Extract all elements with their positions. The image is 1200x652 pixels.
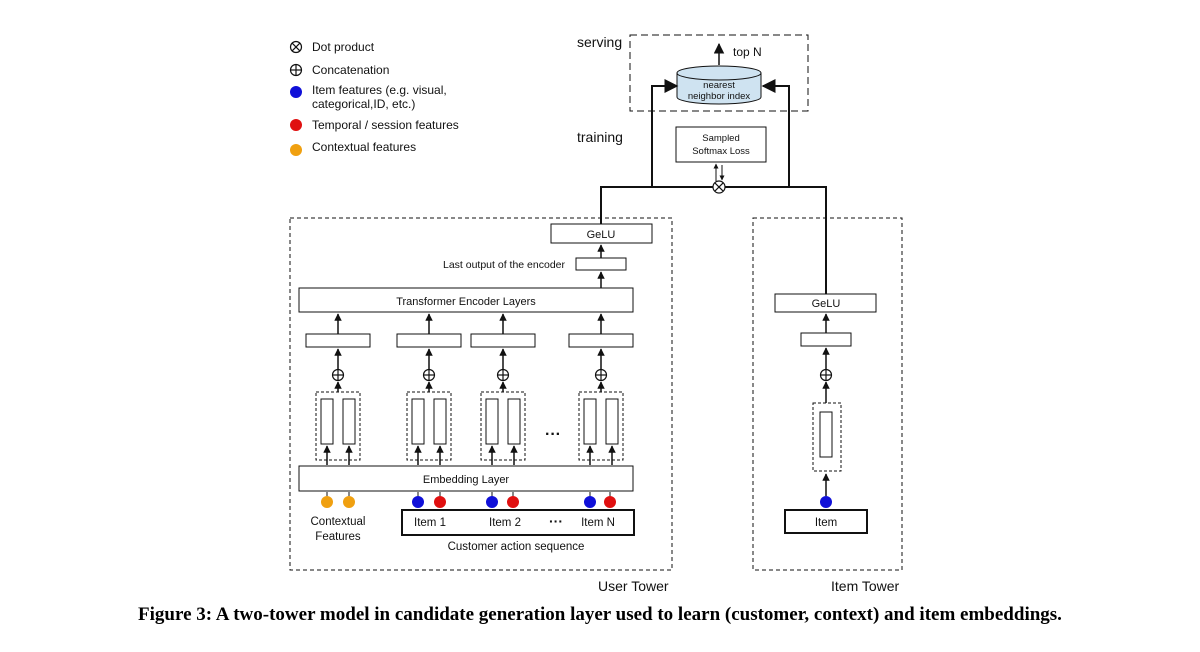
user-tower-box (289, 217, 673, 571)
item-feature-dot-icon (290, 86, 302, 98)
legend-temporal-features: Temporal / session features (312, 118, 459, 132)
column-dense-box (396, 333, 462, 348)
embedding-vector (507, 398, 521, 445)
serving-box (629, 34, 809, 112)
item-embedding-group (812, 402, 842, 472)
sampled-softmax-loss-box (675, 126, 767, 163)
user-gelu-label: GeLU (587, 229, 616, 241)
customer-action-sequence-label: Customer action sequence (448, 541, 585, 553)
embedding-vector (433, 398, 447, 445)
embedding-vector (485, 398, 499, 445)
loss-label-line1: Sampled (702, 133, 740, 144)
dot-product-icon (289, 40, 303, 54)
item-dense-box (800, 332, 852, 347)
legend-item-features-line1: Item features (e.g. visual, (312, 83, 447, 97)
index-label-line2: neighbor index (688, 91, 751, 102)
concatenation-icon (289, 63, 303, 77)
embedding-vector (411, 398, 425, 445)
transformer-label: Transformer Encoder Layers (396, 296, 536, 308)
contextual-features-label-line1: Contextual (311, 516, 366, 528)
embedding-group (406, 391, 452, 461)
user-embedding-line (600, 186, 713, 224)
training-label: training (577, 129, 623, 145)
feature-columns (305, 313, 634, 465)
embedding-layer-box (298, 465, 634, 492)
item-tower-box (752, 217, 903, 571)
columns-ellipsis: ··· (545, 426, 561, 443)
temporal-feature-dot (604, 496, 616, 508)
concat-icon (496, 368, 510, 382)
item-feature-dot (820, 496, 832, 508)
embedding-label: Embedding Layer (423, 474, 510, 486)
customer-action-sequence-box (401, 509, 635, 536)
user-tower-label: User Tower (598, 578, 669, 594)
item-feature-dot (486, 496, 498, 508)
embedding-group (315, 391, 361, 461)
feature-column-item-1 (396, 313, 462, 465)
column-dense-box (568, 333, 634, 348)
embedding-group (578, 391, 624, 461)
item-gelu-box (774, 293, 877, 313)
item-concat-icon (819, 368, 833, 382)
column-dense-box (470, 333, 536, 348)
legend-contextual-features: Contextual features (312, 140, 416, 154)
transformer-encoder-layers-box (298, 287, 634, 313)
column-dense-box (305, 333, 371, 348)
user-input-dots (321, 492, 616, 508)
item-feature-dot (412, 496, 424, 508)
item-box (784, 509, 868, 534)
temporal-feature-dot-icon (290, 119, 302, 131)
user-gelu-box (550, 223, 653, 244)
last-output-label: Last output of the encoder (443, 259, 566, 271)
sequence-item-1: Item 1 (414, 517, 446, 529)
temporal-feature-dot (434, 496, 446, 508)
legend-concatenation: Concatenation (312, 63, 389, 77)
sequence-item-2: Item 2 (489, 517, 521, 529)
contextual-features-label-line2: Features (315, 531, 361, 543)
concat-icon (594, 368, 608, 382)
embedding-vector (605, 398, 619, 445)
item-gelu-label: GeLU (812, 298, 841, 310)
feature-column-item-n (568, 313, 634, 465)
concat-icon (422, 368, 436, 382)
feature-column-item-2 (470, 313, 536, 465)
embedding-group (480, 391, 526, 461)
contextual-feature-dot-icon (290, 144, 302, 156)
item-label: Item (815, 517, 837, 529)
dot-product-node-icon (712, 180, 726, 194)
embedding-vector (583, 398, 597, 445)
contextual-feature-dot (343, 496, 355, 508)
item-embedding-line (725, 186, 827, 295)
item-feature-dot (584, 496, 596, 508)
serving-label: serving (577, 34, 622, 50)
embedding-vector (320, 398, 334, 445)
top-n-label: top N (733, 45, 762, 59)
sequence-ellipsis: ··· (549, 513, 563, 529)
contextual-feature-dot (321, 496, 333, 508)
user-to-index-arrow (651, 79, 679, 187)
legend: Dot product Concatenation Item features … (289, 40, 459, 156)
encoder-output-box (575, 257, 627, 271)
legend-dot-product: Dot product (312, 40, 375, 54)
temporal-feature-dot (507, 496, 519, 508)
nearest-neighbor-index-cylinder (676, 65, 762, 105)
item-to-index-arrow (761, 79, 790, 187)
embedding-vector (342, 398, 356, 445)
item-embedding-vector (819, 411, 833, 458)
item-tower-label: Item Tower (831, 578, 900, 594)
loss-label-line2: Softmax Loss (692, 146, 750, 157)
concat-icon (331, 368, 345, 382)
feature-column-context (305, 313, 371, 465)
sequence-item-n: Item N (581, 517, 615, 529)
legend-item-features-line2: categorical,ID, etc.) (312, 97, 415, 111)
index-label-line1: nearest (703, 80, 735, 91)
figure-caption: Figure 3: A two-tower model in candidate… (138, 604, 1062, 625)
